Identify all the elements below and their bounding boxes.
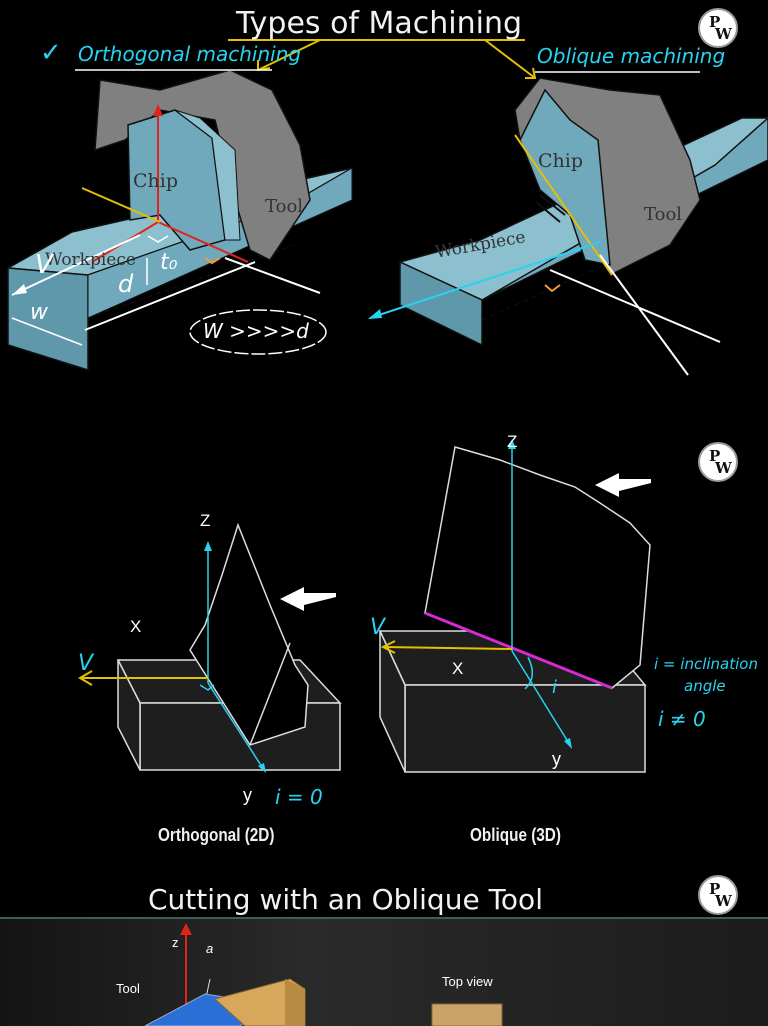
oblique-y-label: y bbox=[552, 749, 561, 769]
oblique-a-label: a bbox=[206, 941, 214, 956]
oblique-tool-sketch bbox=[144, 923, 503, 1026]
ortho-x-label: X bbox=[130, 617, 142, 636]
logo-p: P bbox=[709, 13, 721, 31]
ortho-i-label: i = 0 bbox=[275, 785, 323, 809]
ortho-z-label: Z bbox=[200, 511, 211, 530]
oblique-v-label: V bbox=[370, 615, 386, 640]
oblique-z-label: Z bbox=[507, 432, 518, 451]
checkmark: ✓ bbox=[40, 38, 62, 68]
orthogonal-oblique-diagram bbox=[78, 439, 651, 773]
velocity-label: V bbox=[35, 250, 53, 280]
slide-title: Types of Machining bbox=[236, 6, 523, 41]
oblique-tool bbox=[514, 77, 701, 277]
pw-logo: P W bbox=[698, 875, 738, 915]
i-not-zero-note: i ≠ 0 bbox=[658, 707, 706, 731]
caption-oblique: Oblique (3D) bbox=[470, 825, 561, 845]
logo-w: W bbox=[715, 459, 732, 477]
top-view-label: Top view bbox=[442, 974, 493, 989]
depth-label: d bbox=[118, 270, 134, 298]
pw-logo: P W bbox=[698, 8, 738, 48]
oblique-chip-label: Chip bbox=[538, 150, 584, 172]
ortho-v-label: V bbox=[78, 651, 94, 676]
slide-oblique-tool: Cutting with an Oblique Tool P W z a Too… bbox=[0, 875, 768, 1026]
orthogonal-tool bbox=[94, 69, 311, 261]
chip-label: Chip bbox=[133, 170, 179, 192]
logo-w: W bbox=[715, 25, 732, 43]
oblique-tool-figure: z a Tool Top view bbox=[0, 917, 768, 1026]
cloud-note: W >>>>d bbox=[203, 319, 309, 343]
ortho-y-label: y bbox=[243, 785, 252, 805]
inclination-note: i = inclination bbox=[654, 655, 758, 673]
workpiece-label: Workpiece bbox=[45, 250, 136, 270]
logo-p: P bbox=[709, 880, 721, 898]
slide-types-of-machining: Types of Machining ✓ Orthogonal machinin… bbox=[0, 0, 768, 395]
thickness-label: t₀ bbox=[160, 250, 178, 275]
orthogonal-heading: Orthogonal machining bbox=[78, 42, 302, 66]
tool-label: Tool bbox=[265, 196, 304, 217]
slide-title: Cutting with an Oblique Tool bbox=[148, 883, 543, 916]
oblique-tool-label: Tool bbox=[644, 204, 683, 225]
caption-orthogonal: Orthogonal (2D) bbox=[158, 825, 275, 845]
logo-w: W bbox=[715, 892, 732, 910]
logo-p: P bbox=[709, 447, 721, 465]
oblique-x-label: X bbox=[452, 659, 464, 678]
machining-diagram bbox=[5, 39, 768, 376]
orthogonal-tool-shape bbox=[189, 522, 309, 746]
slide-orthogonal-vs-oblique: Z X V y i = 0 Z V X y i i = inclination … bbox=[0, 415, 768, 875]
oblique-tool-label: Tool bbox=[116, 981, 140, 996]
oblique-heading: Oblique machining bbox=[537, 44, 726, 68]
oblique-z-label: z bbox=[172, 935, 179, 950]
oblique-i-label: i bbox=[552, 677, 558, 698]
angle-note: angle bbox=[684, 677, 726, 695]
pw-logo: P W bbox=[698, 442, 738, 482]
width-label: w bbox=[30, 300, 48, 325]
